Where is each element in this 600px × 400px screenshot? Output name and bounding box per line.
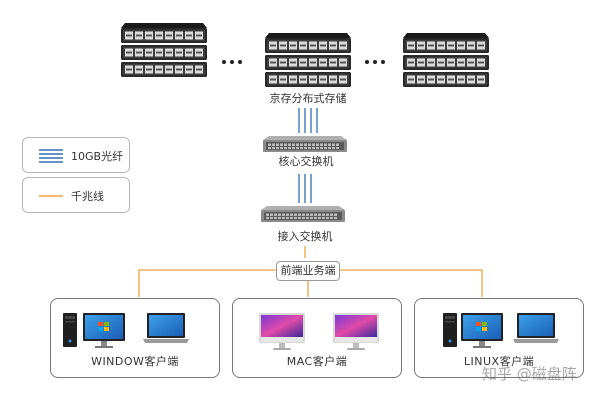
storage-server-2	[265, 33, 351, 87]
window-client-devices	[63, 313, 189, 348]
legend-gigabit-label: 千兆线	[71, 190, 104, 203]
watermark: 知乎 @磁盘阵	[482, 365, 577, 383]
gigabit-links	[138, 246, 483, 297]
laptop-icon	[513, 313, 559, 343]
fiber-line-icon	[39, 149, 63, 163]
legend-fiber-label: 10GB光纤	[71, 150, 124, 163]
gigabit-line-icon	[39, 195, 63, 197]
pc-tower-icon	[443, 313, 457, 347]
linux-client-panel: LINUX客户端	[414, 298, 584, 378]
core-switch-label: 核心交换机	[279, 154, 334, 168]
ellipsis-icon	[222, 60, 242, 64]
laptop-icon	[143, 313, 189, 343]
imac-icon	[259, 313, 305, 350]
storage-server-3	[403, 33, 489, 87]
pc-tower-icon	[63, 313, 77, 347]
mac-client-label: MAC客户端	[286, 355, 348, 368]
monitor-icon	[83, 313, 125, 348]
ellipsis-icon	[365, 60, 385, 64]
fiber-link-core-access	[298, 174, 312, 203]
access-switch-label: 接入交换机	[278, 229, 333, 243]
imac-icon	[333, 313, 379, 350]
frontend-label: 前端业务端	[276, 261, 340, 281]
storage-server-1	[121, 23, 207, 77]
storage-label: 京存分布式存储	[270, 91, 347, 105]
legend-fiber: 10GB光纤	[22, 137, 130, 173]
fiber-link-storage-core	[298, 108, 318, 133]
linux-client-label: LINUX客户端	[463, 355, 535, 368]
core-switch	[263, 136, 347, 152]
monitor-icon	[461, 313, 503, 348]
mac-client-panel: MAC客户端	[232, 298, 402, 378]
linux-client-devices	[443, 313, 559, 348]
legend-gigabit: 千兆线	[22, 177, 130, 213]
access-switch	[261, 206, 345, 222]
window-client-label: WINDOW客户端	[91, 355, 179, 368]
window-client-panel: WINDOW客户端	[50, 298, 220, 378]
mac-client-devices	[259, 313, 379, 350]
